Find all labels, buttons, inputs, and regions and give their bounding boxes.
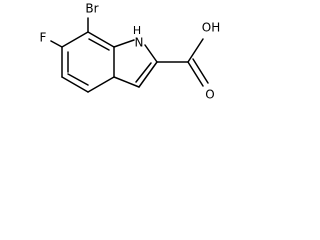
- molecule-structure: Br F H N OH O: [40, 2, 221, 102]
- bond-c7-c7a: [87, 31, 115, 48]
- bond-n1-c2: [144, 44, 158, 63]
- nitrogen-label: N: [135, 36, 144, 50]
- fluorine-label: F: [40, 31, 47, 45]
- bond-c6-f: [50, 40, 63, 48]
- double-bond-c2-c3: [135, 62, 152, 83]
- double-bond-c7-c7a: [88, 38, 110, 51]
- bond-c3-c3a: [113, 76, 140, 88]
- bond-carboxyl-oh: [187, 38, 204, 63]
- bond-c4-c5: [61, 76, 89, 93]
- bond-c6-c7: [61, 31, 89, 48]
- bond-c2-c3: [138, 61, 158, 88]
- bond-c7a-n1: [113, 39, 135, 48]
- double-bond-c4-c5: [67, 73, 89, 86]
- hydroxyl-label: OH: [202, 21, 220, 35]
- double-bond-carboxyl-o: [192, 58, 209, 84]
- carbonyl-oxygen-label: O: [205, 88, 214, 102]
- nitrogen-hydrogen-label: H: [133, 24, 141, 37]
- bond-c3a-c4: [87, 76, 115, 93]
- bond-carboxyl-o: [187, 61, 204, 87]
- bromine-label: Br: [85, 2, 98, 16]
